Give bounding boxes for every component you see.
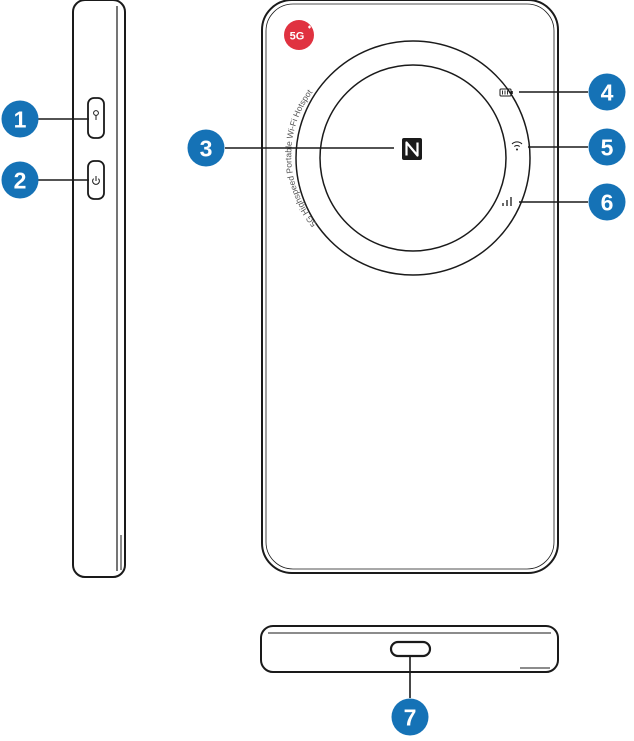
battery-icon bbox=[499, 88, 513, 97]
device-front-view: 5G 5G Highspeed Portable Wi-Fi Hotspot bbox=[261, 0, 559, 574]
callout-7-number: 7 bbox=[404, 705, 417, 731]
signal-icon bbox=[502, 197, 512, 206]
side-key-icon bbox=[93, 110, 99, 120]
front-inner-bezel bbox=[265, 3, 555, 570]
5g-logo-icon: 5G bbox=[284, 20, 314, 50]
callout-2-number: 2 bbox=[14, 168, 27, 194]
callout-3-number: 3 bbox=[200, 136, 213, 162]
callout-4: 4 bbox=[588, 73, 626, 111]
callout-5: 5 bbox=[588, 128, 626, 166]
callout-2: 2 bbox=[1, 161, 39, 199]
callout-6-number: 6 bbox=[601, 190, 614, 216]
callout-1-number: 1 bbox=[14, 107, 27, 133]
nfc-icon bbox=[402, 138, 422, 160]
callout-5-number: 5 bbox=[601, 135, 614, 161]
wifi-icon bbox=[511, 141, 523, 151]
device-side-view bbox=[72, 0, 126, 578]
leader-lines bbox=[38, 91, 588, 698]
usb-c-port bbox=[389, 640, 432, 658]
5g-badge-text: 5G bbox=[290, 31, 305, 43]
side-body bbox=[72, 0, 126, 578]
callout-1: 1 bbox=[1, 100, 39, 138]
callout-6: 6 bbox=[588, 183, 626, 221]
callout-3: 3 bbox=[187, 129, 225, 167]
callout-4-number: 4 bbox=[601, 80, 614, 106]
callout-7: 7 bbox=[391, 698, 429, 736]
power-icon bbox=[92, 176, 100, 185]
